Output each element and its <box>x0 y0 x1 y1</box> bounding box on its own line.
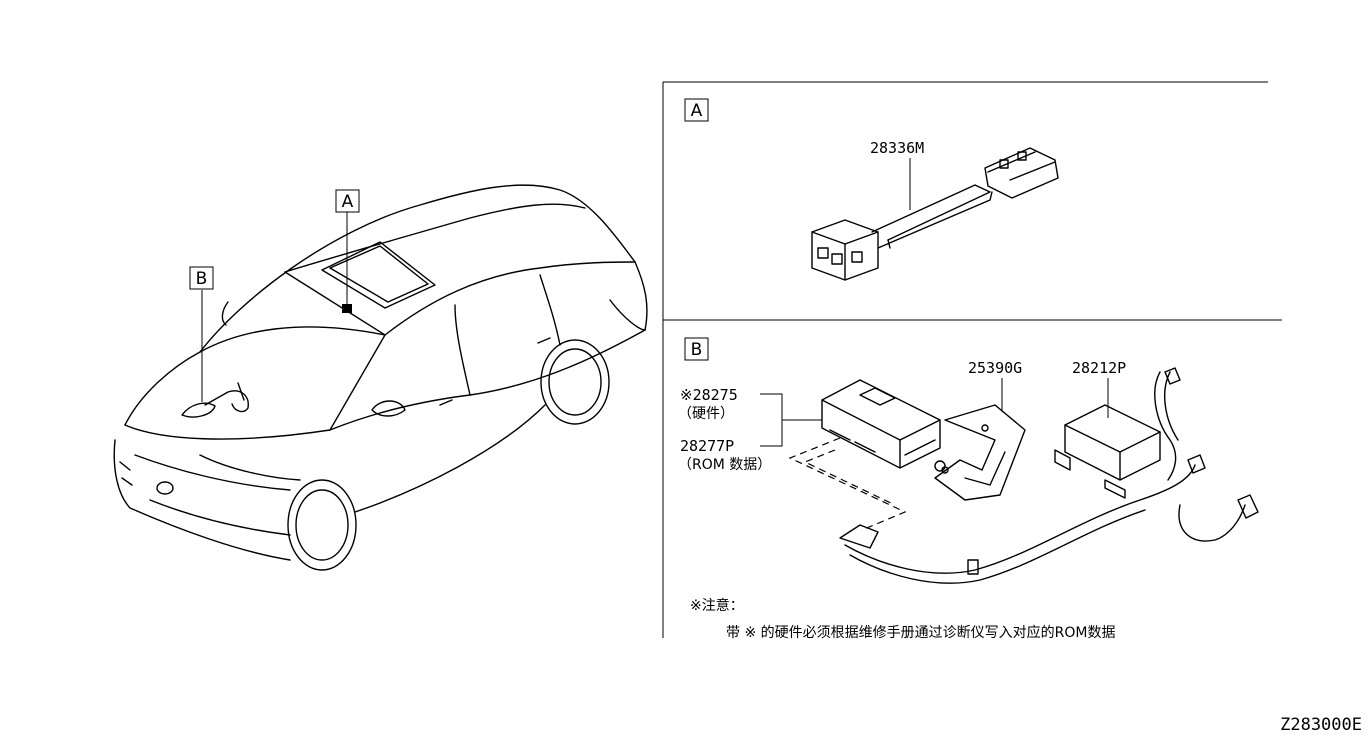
panel-b-tag-box <box>684 337 709 361</box>
panel-a-tag: A <box>691 101 703 121</box>
engine-bay-parts <box>181 382 249 418</box>
part-25390g-label: 25390G <box>968 359 1022 377</box>
part-28277p-label: 28277P <box>680 437 734 455</box>
note-title: ※注意： <box>690 597 744 614</box>
part-28275-note: （硬件） <box>678 406 734 422</box>
location-a-marker <box>342 304 352 313</box>
callout-b-label: B <box>196 269 208 289</box>
car-illustration <box>113 184 648 571</box>
wiring-harness-drawing <box>839 367 1259 584</box>
panel-b-tag: B <box>691 340 703 360</box>
figure-code: Z283000E <box>1280 715 1362 735</box>
part-28277p-note: （ROM 数据） <box>678 457 771 473</box>
callout-a-label: A <box>342 192 354 212</box>
part-28275-label: ※28275 <box>680 386 738 404</box>
control-unit-drawing <box>821 379 946 472</box>
callout-box-b <box>189 266 214 290</box>
panel-a-tag-box <box>684 98 709 122</box>
bracket-drawing <box>934 404 1026 501</box>
part-28336m-label: 28336M <box>870 139 924 157</box>
control-unit-leader <box>760 393 822 447</box>
callout-box-a <box>335 189 360 213</box>
harness-connector-drawing <box>811 147 1059 281</box>
module-drawing <box>1054 404 1161 499</box>
note-text: 带 ※ 的硬件必须根据维修手册通过诊断仪写入对应的ROM数据 <box>726 624 1115 641</box>
part-28212p-label: 28212P <box>1072 359 1126 377</box>
connection-dash-outer <box>788 437 907 531</box>
connection-dash-inner <box>803 449 896 506</box>
